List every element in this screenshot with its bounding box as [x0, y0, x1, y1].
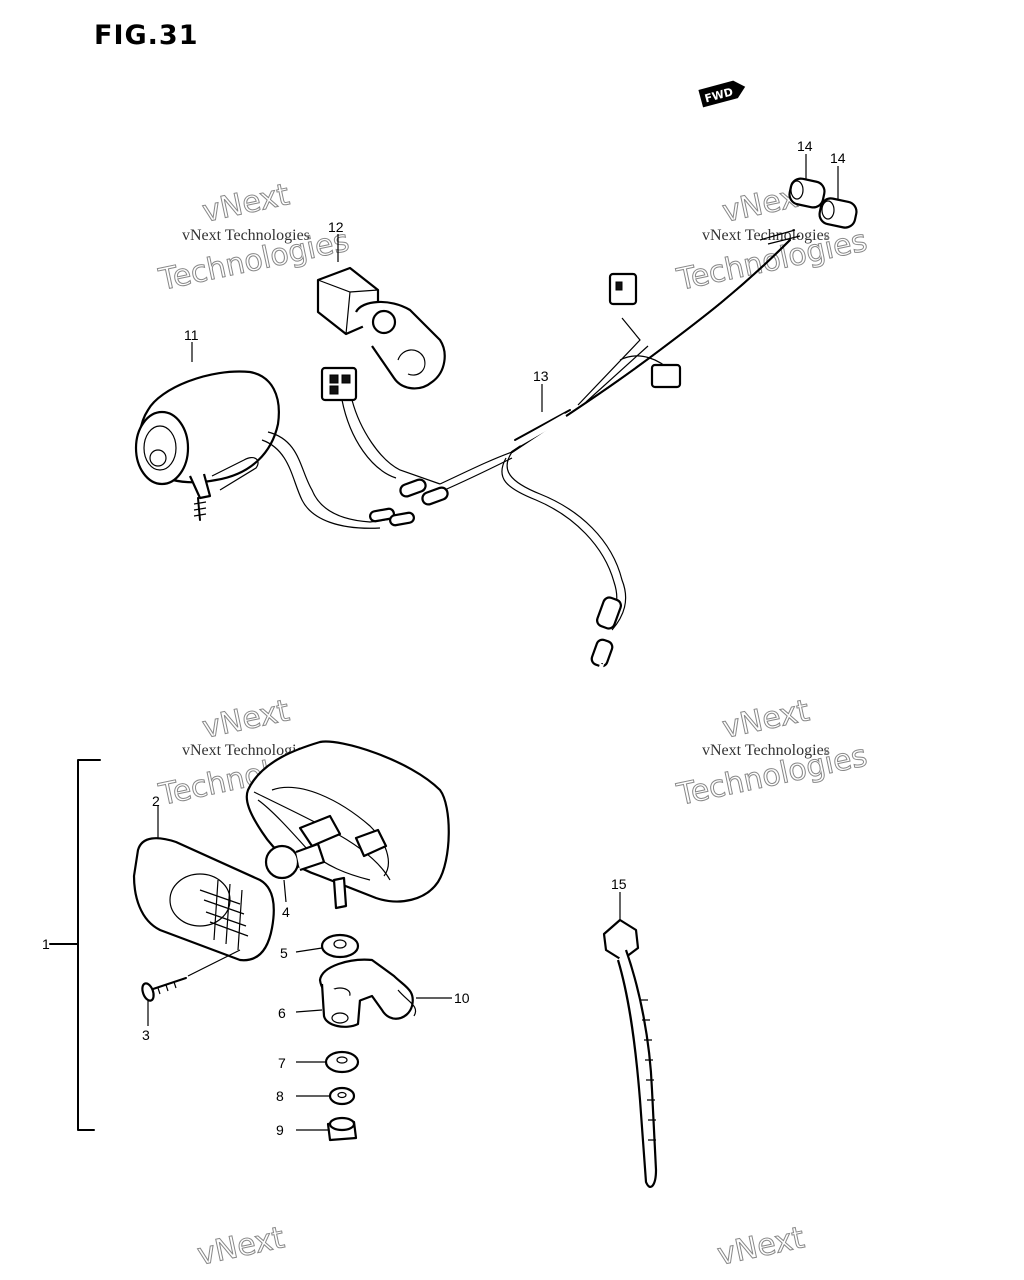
callout-14b: 14 — [830, 150, 846, 166]
callout-12: 12 — [328, 219, 344, 235]
assembly-bracket-part-1 — [49, 759, 101, 1131]
bulb-part-4 — [264, 842, 326, 880]
watermark-top-left: vNext Technologies vNext Technologies — [155, 177, 353, 299]
callout-15: 15 — [611, 876, 627, 892]
washer-part-7 — [324, 1050, 360, 1074]
clamp-part-10 — [318, 958, 417, 1028]
callout-2: 2 — [152, 793, 160, 809]
front-turn-signal-part-11 — [134, 370, 415, 529]
cable-tie-part-15 — [602, 918, 658, 1188]
watermark-top-right: vNext Technologies vNext Technologies — [673, 177, 871, 299]
leader-lines — [147, 154, 839, 1131]
callout-4: 4 — [282, 904, 290, 920]
watermark-bottom-left: vNext — [194, 1220, 288, 1274]
callout-labels: 1 2 3 4 5 6 7 8 9 10 11 12 13 14 14 15 — [42, 138, 846, 1138]
svg-text:vNext Technologies: vNext Technologies — [702, 742, 830, 759]
callout-6: 6 — [278, 1005, 286, 1021]
fwd-arrow-icon: FWD — [698, 80, 746, 108]
grommet-part-14 — [788, 177, 858, 229]
svg-text:vNext: vNext — [194, 1220, 287, 1273]
nut-part-9 — [326, 1116, 358, 1142]
callout-3: 3 — [142, 1027, 150, 1043]
svg-text:vNext: vNext — [714, 1220, 807, 1273]
lock-washer-part-8 — [328, 1086, 356, 1106]
svg-text:vNext: vNext — [719, 693, 812, 746]
watermark-mid-right: vNext Technologies vNext Technologies — [673, 693, 871, 814]
callout-10: 10 — [454, 990, 470, 1006]
callout-1: 1 — [42, 936, 50, 952]
svg-text:vNext Technologies: vNext Technologies — [702, 227, 830, 244]
callout-14a: 14 — [797, 138, 813, 154]
relay-connector — [320, 366, 358, 402]
callout-7: 7 — [278, 1055, 286, 1071]
svg-text:vNext Technologies: vNext Technologies — [182, 227, 310, 244]
callout-13: 13 — [533, 368, 549, 384]
flasher-relay-part-12 — [316, 266, 446, 390]
svg-text:vNext: vNext — [199, 693, 292, 746]
callout-8: 8 — [276, 1088, 284, 1104]
callout-5: 5 — [280, 945, 288, 961]
svg-text:vNext: vNext — [199, 177, 292, 230]
svg-text:vNext Technologies: vNext Technologies — [182, 742, 310, 759]
watermark-bottom-right: vNext — [714, 1220, 808, 1274]
callout-11: 11 — [184, 327, 199, 343]
screw-part-3 — [141, 949, 241, 1002]
lens-part-2 — [132, 837, 275, 962]
washer-part-5 — [320, 876, 360, 959]
wiring-harness-part-13 — [341, 229, 801, 782]
figure-title: FIG.31 — [94, 20, 199, 51]
callout-9: 9 — [276, 1122, 284, 1138]
